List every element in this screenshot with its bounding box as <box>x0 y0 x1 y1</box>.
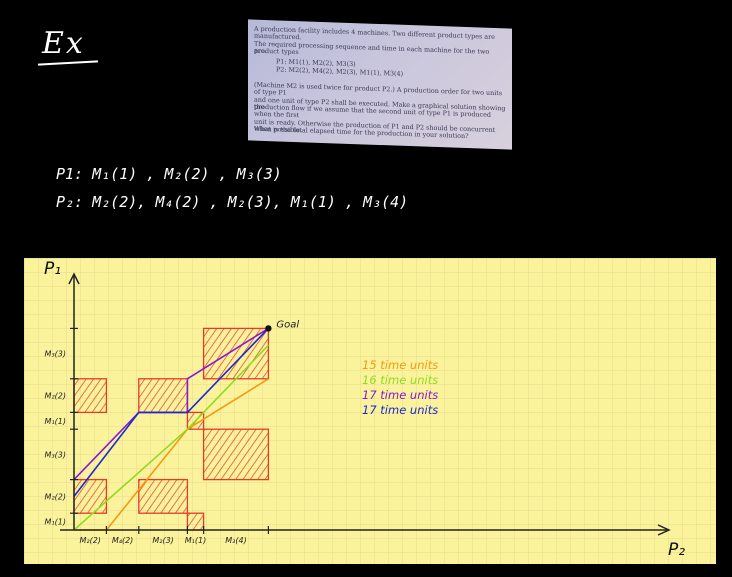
x-tick-label: M₄(2) <box>112 536 133 545</box>
conflict-block <box>73 478 108 514</box>
sequences: P1: M₁(1) , M₂(2) , M₃(3) P₂: M₂(2), M₄(… <box>56 160 408 216</box>
conflict-block <box>186 512 205 531</box>
sequence-p1: P1: M₁(1) , M₂(2) , M₃(3) <box>56 165 282 183</box>
y-tick-label: M₁(1) <box>45 417 66 426</box>
x-tick-label: M₂(2) <box>79 536 100 545</box>
goal-point <box>265 325 272 332</box>
conflict-block <box>202 428 270 481</box>
conflict-block <box>73 378 108 414</box>
legend-entry: 17 time units <box>362 403 438 417</box>
x-tick-label: M₃(4) <box>225 536 246 545</box>
gantt-graph: M₁(1) M₂(2) M₃(3) M₁(1) M₂(2) M₃(3) M₂(2) M₄(2)… <box>24 258 716 564</box>
goal-label: Goal <box>276 319 299 330</box>
x-axis-arrow <box>657 524 671 536</box>
sequence-p2: P₂: M₂(2), M₄(2) , M₂(3), M₁(1) , M₃(4) <box>56 193 409 211</box>
y-tick-label: M₃(3) <box>45 450 66 459</box>
path-blue <box>73 327 269 497</box>
legend-entry: 16 time units <box>362 373 438 387</box>
y-tick-label: M₃(3) <box>45 350 66 359</box>
title-underline <box>37 60 99 66</box>
conflict-block <box>202 327 270 380</box>
path-green <box>73 344 269 531</box>
y-axis-arrow <box>68 272 80 285</box>
problem-photo: A production facility includes 4 machine… <box>248 19 512 150</box>
x-tick-label: M₂(3) <box>152 536 173 545</box>
x-tick-label: M₁(1) <box>185 536 206 545</box>
y-tick-label: M₂(2) <box>45 492 66 501</box>
x-axis-label: P₂ <box>668 540 685 560</box>
page-title: Ex <box>42 26 85 61</box>
conflict-block <box>138 478 189 514</box>
conflict-block <box>138 378 189 414</box>
y-axis-label: P₁ <box>44 259 61 279</box>
legend-entry: 17 time units <box>362 388 438 402</box>
y-tick-label: M₂(2) <box>45 392 66 401</box>
legend-entry: 15 time units <box>362 358 438 372</box>
y-tick-label: M₁(1) <box>45 518 66 527</box>
